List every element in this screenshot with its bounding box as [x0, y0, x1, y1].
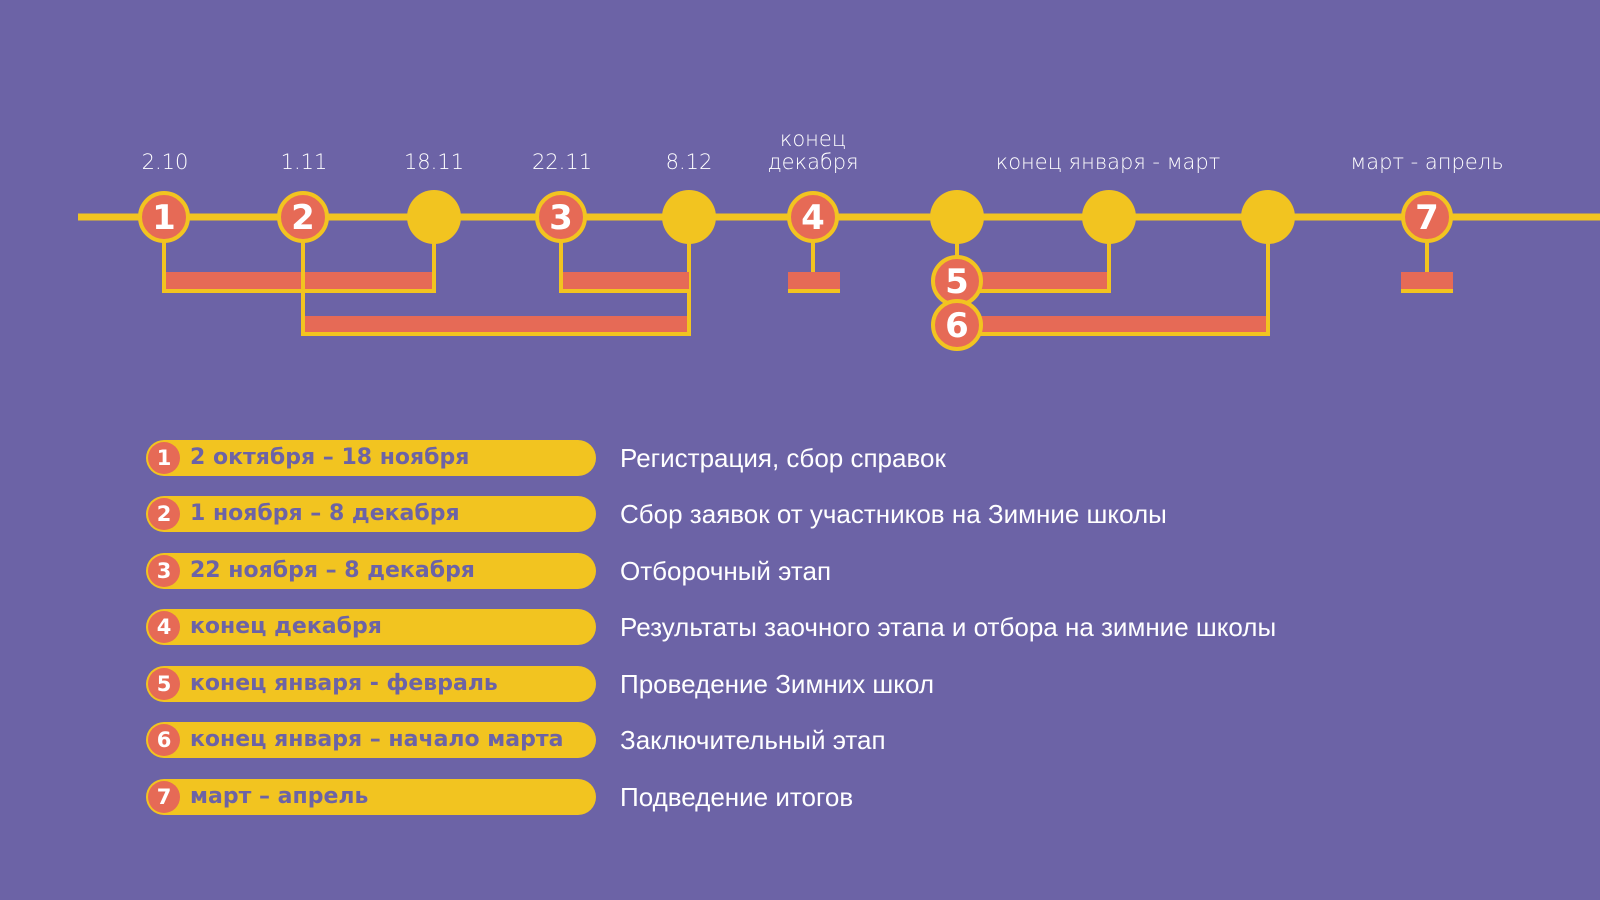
stage-dates: 22 ноября – 8 декабря [190, 558, 475, 583]
stage-dates: конец января - февраль [190, 671, 498, 696]
stage-number-badge: 2 [148, 498, 180, 530]
stage-2-bar [305, 316, 689, 333]
stage-description: Регистрация, сбор справок [620, 443, 946, 473]
node-number: 6 [945, 306, 969, 346]
stage-number-badge: 7 [148, 781, 180, 813]
stage-4-bar [788, 272, 840, 289]
stage-number-badge: 4 [148, 611, 180, 643]
milestone-dot [407, 190, 461, 244]
stage-node-4: 4 [787, 191, 839, 243]
date-label: март - апрель [1350, 150, 1504, 174]
stage-number-badge: 6 [148, 724, 180, 756]
legend-date-pill: 7 март – апрель [146, 779, 596, 815]
date-label-line: конец [779, 127, 847, 151]
stage-1-span [162, 238, 436, 293]
legend-date-pill: 5 конец января - февраль [146, 666, 596, 702]
stage-number-badge: 1 [148, 442, 180, 474]
date-label: 2.10 [141, 150, 189, 174]
stage-node-7: 7 [1401, 191, 1453, 243]
legend-date-pill: 2 1 ноября – 8 декабря [146, 496, 596, 532]
stage-7-span [1401, 238, 1453, 293]
stage-dates: март – апрель [190, 784, 369, 809]
stage-5-span [955, 238, 1111, 293]
stage-6-span [980, 238, 1270, 336]
legend-row: 7 март – апрель Подведение итогов [146, 779, 1546, 817]
stage-dates: 2 октября – 18 ноября [190, 445, 470, 470]
node-number: 1 [152, 198, 176, 238]
stage-description: Заключительный этап [620, 725, 886, 755]
stage-number-badge: 3 [148, 555, 180, 587]
date-label: конец января - март [995, 150, 1221, 174]
stage-4-span [788, 238, 840, 293]
stage-3-span [559, 238, 689, 293]
legend-date-pill: 1 2 октября – 18 ноября [146, 440, 596, 476]
stage-1-bar [166, 272, 434, 289]
stage-dates: конец декабря [190, 614, 382, 639]
milestone-dot [1082, 190, 1136, 244]
date-label: 22.11 [531, 150, 593, 174]
date-label-multiline: конец декабря [767, 128, 858, 174]
date-label: 18.11 [403, 150, 465, 174]
legend-row: 5 конец января - февраль Проведение Зимн… [146, 666, 1546, 704]
stage-description: Подведение итогов [620, 782, 854, 812]
stage-5-bar [980, 272, 1109, 289]
stage-dates: 1 ноября – 8 декабря [190, 501, 460, 526]
date-label-line: декабря [767, 150, 859, 174]
legend-row: 2 1 ноября – 8 декабря Сбор заявок от уч… [146, 496, 1546, 534]
legend-date-pill: 3 22 ноября – 8 декабря [146, 553, 596, 589]
legend-date-pill: 6 конец января – начало марта [146, 722, 596, 758]
node-number: 4 [801, 198, 825, 238]
milestone-dot [930, 190, 984, 244]
timeline-graphic: 1 2 3 4 7 56 [78, 190, 1600, 351]
stage-node-1: 1 [138, 191, 190, 243]
milestone-dot [1241, 190, 1295, 244]
legend-date-pill: 4 конец декабря [146, 609, 596, 645]
date-label: 8.12 [665, 150, 713, 174]
stage-6-bar [980, 316, 1268, 333]
node-number: 5 [945, 262, 969, 302]
node-number: 3 [549, 198, 573, 238]
stage-description: Сбор заявок от участников на Зимние школ… [620, 499, 1167, 529]
stage-3-bar [563, 272, 689, 289]
stage-number-badge: 5 [148, 668, 180, 700]
stage-node-5: 5 [931, 255, 983, 307]
legend-row: 6 конец января – начало марта Заключител… [146, 722, 1546, 760]
milestone-dot [662, 190, 716, 244]
legend-row: 1 2 октября – 18 ноября Регистрация, сбо… [146, 440, 1546, 478]
node-number: 7 [1415, 198, 1439, 238]
node-number: 2 [291, 198, 315, 238]
stage-dates: конец января – начало марта [190, 727, 564, 752]
stage-node-6: 6 [931, 299, 983, 351]
stage-description: Отборочный этап [620, 556, 832, 586]
stage-7-bar [1401, 272, 1453, 289]
stage-description: Результаты заочного этапа и отбора на зи… [620, 612, 1277, 642]
stage-node-3: 3 [535, 191, 587, 243]
legend-row: 3 22 ноября – 8 декабря Отборочный этап [146, 553, 1546, 591]
legend-row: 4 конец декабря Результаты заочного этап… [146, 609, 1546, 647]
stage-description: Проведение Зимних школ [620, 669, 935, 699]
date-label: 1.11 [280, 150, 328, 174]
stage-node-2: 2 [277, 191, 329, 243]
